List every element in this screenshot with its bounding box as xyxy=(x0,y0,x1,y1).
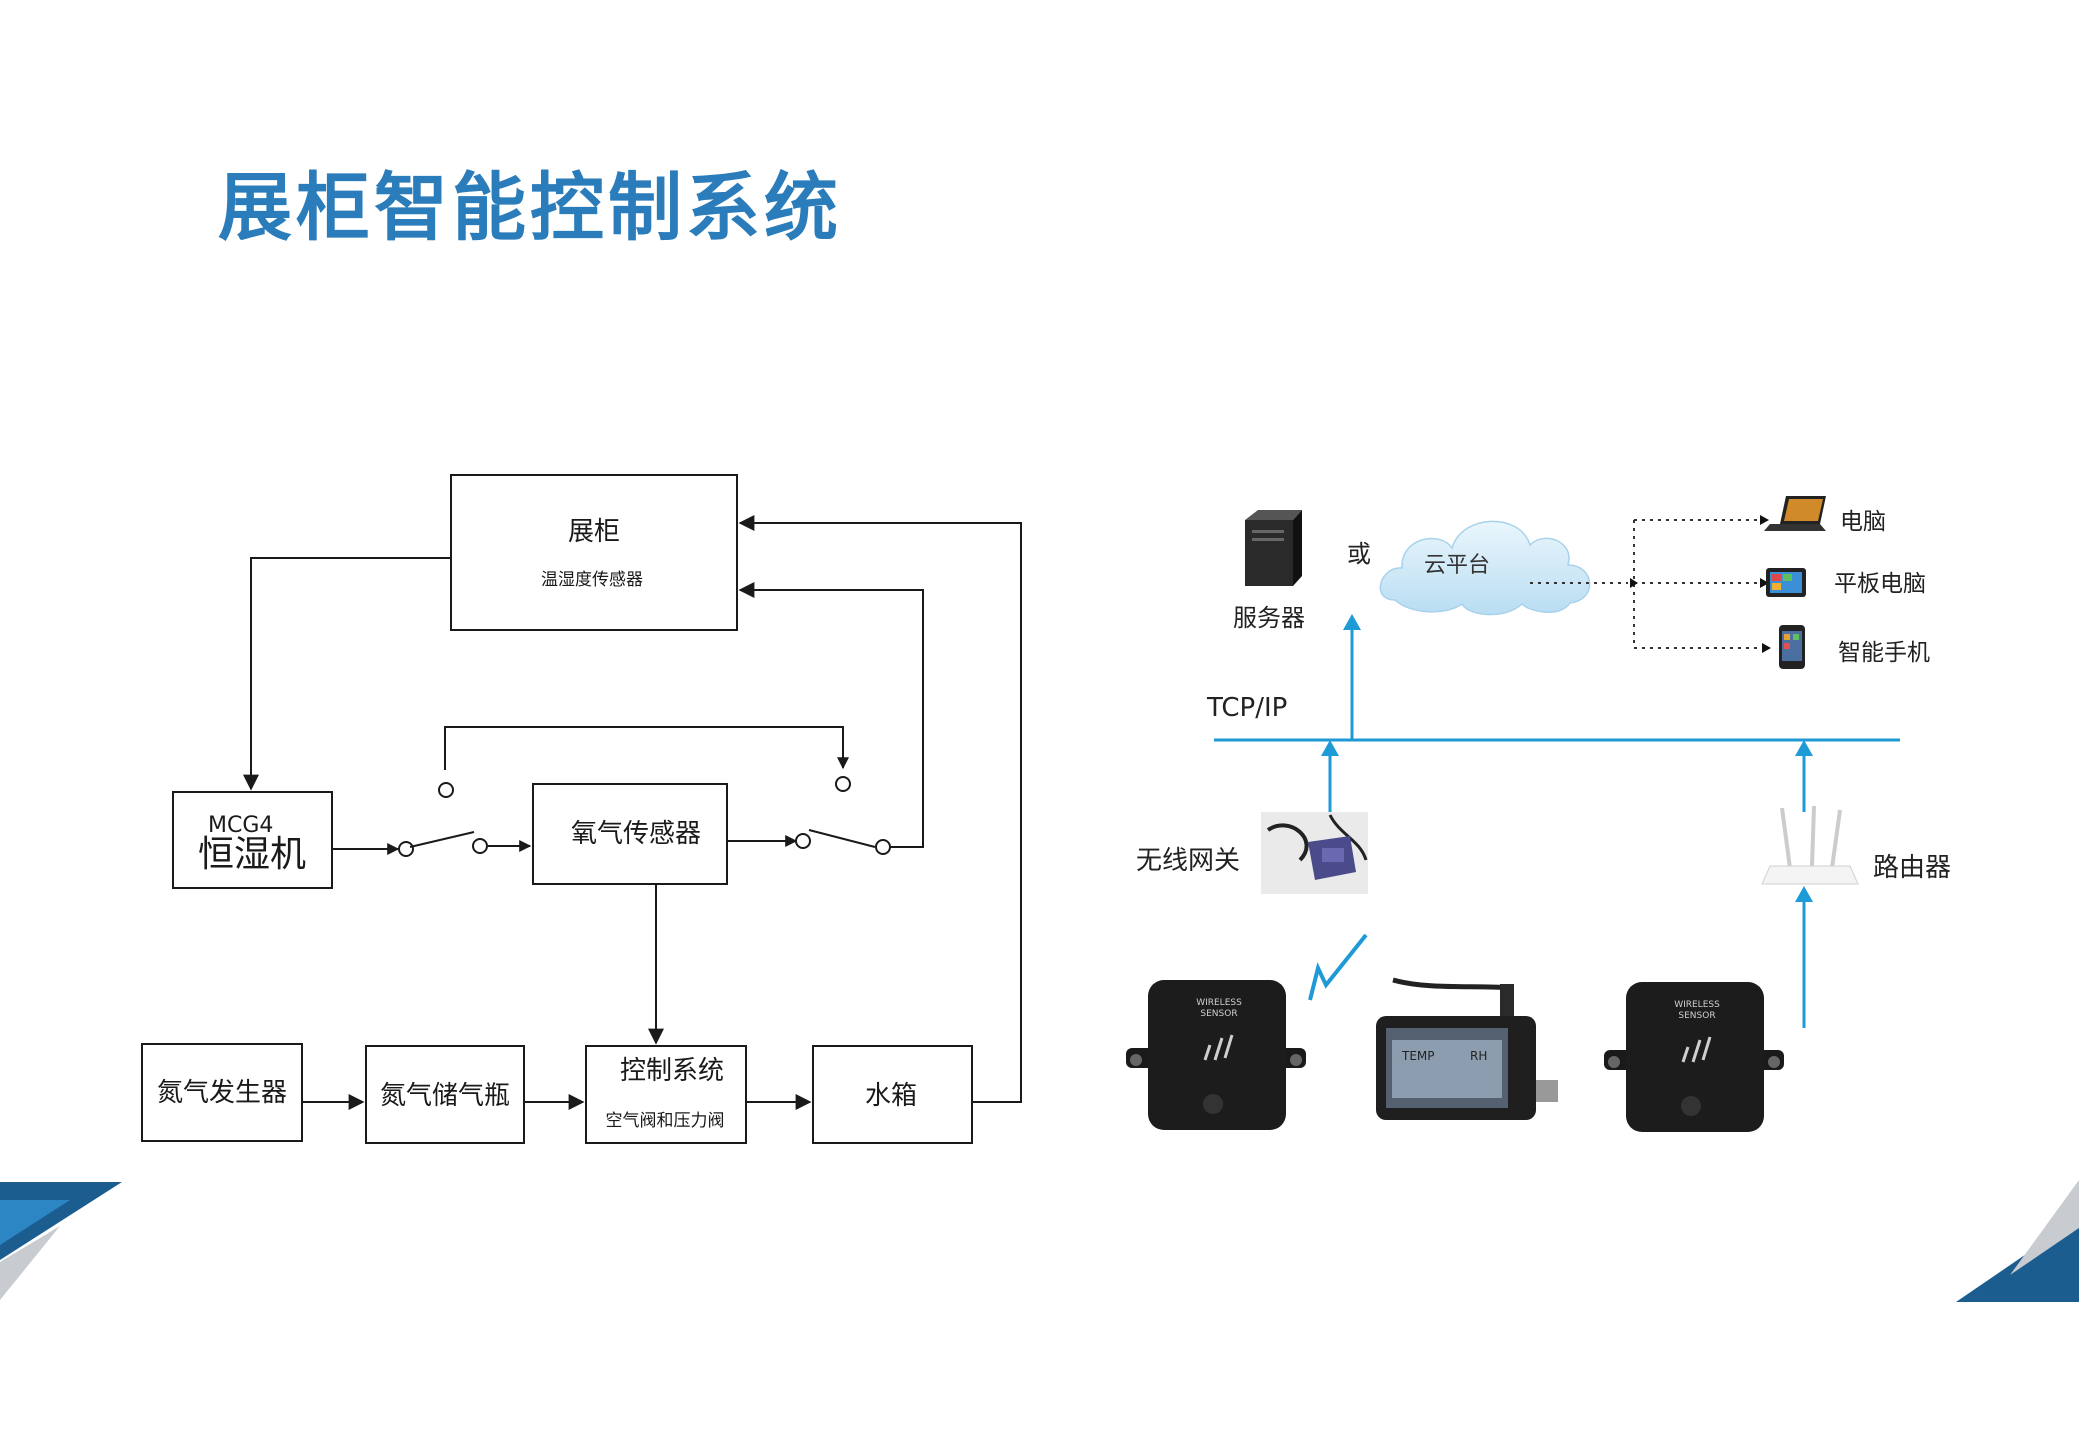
tablet-label: 平板电脑 xyxy=(1834,571,1926,597)
valves-label: 空气阀和压力阀 xyxy=(606,1111,725,1131)
tablet-icon xyxy=(1766,568,1806,597)
server-label: 服务器 xyxy=(1233,604,1305,632)
control-block-diagram xyxy=(141,474,1022,1144)
humidifier-box xyxy=(172,791,333,889)
lcd-controller-device: TEMP RH xyxy=(1376,977,1558,1120)
wireless-signal-icon xyxy=(1308,933,1368,1001)
cloud-label: 云平台 xyxy=(1424,553,1490,578)
server-icon xyxy=(1245,510,1302,586)
control-system-box xyxy=(585,1045,747,1144)
oxygen-sensor-label: 氧气传感器 xyxy=(571,819,701,849)
or-label: 或 xyxy=(1347,540,1371,568)
cabinet-label: 展柜 xyxy=(568,517,620,547)
nitrogen-tank-label: 氮气储气瓶 xyxy=(380,1081,510,1111)
router-label: 路由器 xyxy=(1873,853,1951,883)
water-tank-box xyxy=(812,1045,973,1144)
sensor-text-2: SENSOR xyxy=(1678,1011,1715,1021)
sensor-text-2: SENSOR xyxy=(1200,1009,1237,1019)
cabinet-box xyxy=(450,474,738,631)
nitrogen-generator-label: 氮气发生器 xyxy=(157,1078,287,1108)
temp-humidity-sensor-label: 温湿度传感器 xyxy=(541,570,643,590)
control-system-label: 控制系统 xyxy=(620,1056,724,1086)
laptop-label: 电脑 xyxy=(1840,509,1886,535)
oxygen-sensor-box xyxy=(532,783,728,885)
nitrogen-tank-box xyxy=(365,1045,525,1144)
smartphone-label: 智能手机 xyxy=(1838,640,1930,666)
lcd-rh-text: RH xyxy=(1470,1049,1487,1063)
wireless-sensor-device: WIRELESS SENSOR xyxy=(1126,980,1306,1130)
wireless-sensor-device: WIRELESS SENSOR xyxy=(1604,982,1784,1132)
water-tank-label: 水箱 xyxy=(865,1081,917,1111)
corner-decoration-right xyxy=(1956,1180,2079,1302)
wireless-gateway-image xyxy=(1261,812,1368,894)
humidifier-label: 恒湿机 xyxy=(198,834,306,875)
gateway-label: 无线网关 xyxy=(1136,846,1240,876)
corner-decoration-left xyxy=(0,1182,122,1300)
router-icon xyxy=(1761,805,1859,885)
tcpip-label: TCP/IP xyxy=(1206,693,1287,723)
cloud-icon xyxy=(1379,520,1591,616)
sensor-text-1: WIRELESS xyxy=(1674,1000,1720,1010)
humidifier-model-label: MCG4 xyxy=(208,813,273,838)
lcd-temp-text: TEMP xyxy=(1401,1049,1435,1063)
smartphone-icon xyxy=(1779,625,1805,669)
nitrogen-generator-box xyxy=(141,1043,303,1142)
laptop-icon xyxy=(1764,496,1826,531)
sensor-text-1: WIRELESS xyxy=(1196,998,1242,1008)
page-title: 展柜智能控制系统 xyxy=(218,165,842,251)
